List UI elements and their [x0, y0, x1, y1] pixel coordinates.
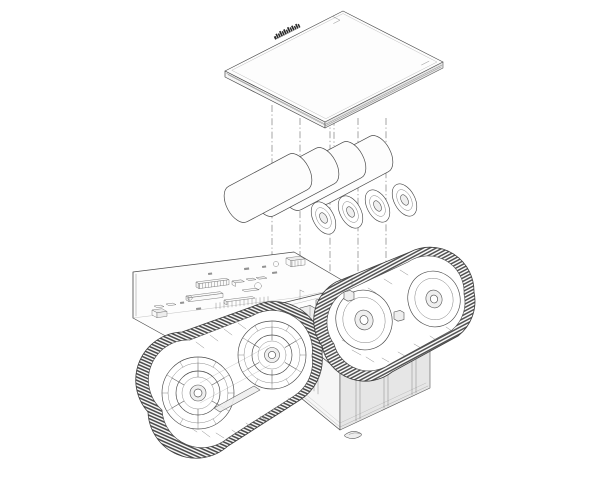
top-cover-plate: [224, 10, 444, 129]
left-rear-sprocket: [161, 356, 235, 430]
right-front-sprocket: [407, 270, 461, 328]
plate-right-edge: [324, 61, 444, 129]
plate-top-face: [224, 10, 444, 123]
standoff-posts: [299, 277, 405, 322]
left-front-sprocket: [237, 320, 307, 390]
robot-chassis: [132, 246, 476, 459]
plate-logo: [273, 23, 301, 40]
aa-battery-set: [223, 135, 418, 235]
latch-tab: [344, 431, 362, 439]
battery-cell-1: [223, 153, 337, 235]
left-track-assembly: [135, 301, 323, 459]
right-rear-sprocket: [335, 289, 393, 351]
